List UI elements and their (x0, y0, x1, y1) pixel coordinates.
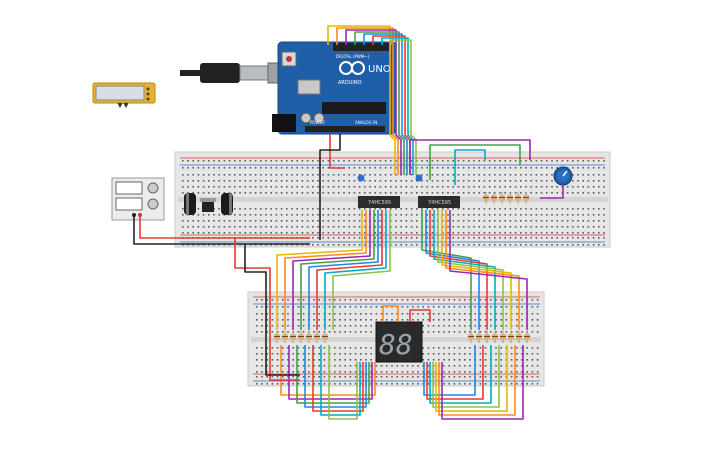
wire[interactable] (320, 345, 361, 416)
resistor[interactable] (468, 331, 474, 343)
wire[interactable] (234, 238, 300, 381)
wire[interactable] (288, 345, 373, 400)
wire[interactable] (409, 139, 531, 175)
chip-right-label: 74HC595 (428, 200, 451, 206)
capacitor-left[interactable] (184, 193, 196, 215)
resistor[interactable] (274, 331, 280, 343)
resistor[interactable] (322, 331, 328, 343)
wire[interactable] (319, 134, 341, 240)
resistor-group (274, 192, 530, 343)
resistor[interactable] (483, 192, 489, 204)
resistor[interactable] (516, 331, 522, 343)
wire[interactable] (426, 345, 484, 400)
switch[interactable] (415, 174, 423, 182)
wire[interactable] (441, 345, 524, 420)
wire[interactable] (432, 345, 500, 408)
wire[interactable] (409, 309, 431, 322)
wire[interactable] (329, 134, 345, 169)
resistor[interactable] (508, 331, 514, 343)
resistor[interactable] (500, 331, 506, 343)
resistor[interactable] (282, 331, 288, 343)
wire[interactable] (139, 215, 310, 239)
wire[interactable] (324, 210, 387, 330)
wire[interactable] (304, 345, 367, 408)
resistor[interactable] (298, 331, 304, 343)
wire[interactable] (445, 210, 520, 330)
wire[interactable] (327, 25, 396, 175)
wire[interactable] (437, 210, 504, 330)
wire[interactable] (292, 210, 371, 330)
wire[interactable] (429, 144, 521, 180)
main-breadboard[interactable] (174, 151, 611, 248)
capacitor-right[interactable] (221, 193, 233, 215)
analog-label: ANALOG IN (355, 120, 377, 125)
wire[interactable] (308, 210, 379, 330)
resistor[interactable] (507, 192, 513, 204)
wire[interactable] (336, 27, 399, 175)
wire[interactable] (425, 210, 480, 330)
wire[interactable] (449, 210, 528, 330)
wire[interactable] (429, 210, 488, 330)
wire[interactable] (296, 345, 370, 404)
resistor[interactable] (290, 331, 296, 343)
wire[interactable] (328, 345, 358, 420)
lcd-module[interactable] (92, 82, 156, 109)
digital-header-label: DIGITAL (PWM~) (336, 54, 370, 59)
usb-cable (180, 62, 285, 84)
wire[interactable] (312, 345, 364, 412)
resistor[interactable] (484, 331, 490, 343)
resistor[interactable] (491, 192, 497, 204)
wire[interactable] (438, 345, 516, 416)
breadboard-holes (182, 160, 605, 246)
power-supply[interactable] (111, 177, 165, 221)
resistor[interactable] (524, 331, 530, 343)
wire[interactable] (284, 210, 367, 330)
potentiometer[interactable] (553, 166, 573, 186)
voltage-regulator[interactable] (200, 198, 216, 212)
shift-register-right[interactable]: 74HC595 (418, 196, 460, 208)
wire[interactable] (382, 305, 399, 322)
wire[interactable] (276, 210, 363, 330)
wire[interactable] (454, 149, 486, 185)
wire-group (133, 25, 564, 420)
resistor[interactable] (314, 331, 320, 343)
wire[interactable] (435, 345, 508, 412)
wire[interactable] (441, 210, 512, 330)
resistor[interactable] (306, 331, 312, 343)
wire[interactable] (433, 210, 496, 330)
wire[interactable] (345, 29, 402, 175)
shift-register-left[interactable]: 74HC595 (358, 196, 400, 208)
wire[interactable] (280, 345, 376, 396)
arduino-brand-text: ARDUINO (338, 80, 362, 86)
resistor[interactable] (515, 192, 521, 204)
wire[interactable] (244, 244, 300, 376)
resistor[interactable] (492, 331, 498, 343)
wire[interactable] (429, 345, 492, 404)
display-digits: 88 (379, 328, 413, 361)
wire[interactable] (390, 39, 417, 175)
resistor[interactable] (523, 192, 529, 204)
wire[interactable] (316, 210, 383, 330)
wire[interactable] (381, 37, 414, 175)
wire[interactable] (300, 210, 375, 330)
wire[interactable] (540, 185, 564, 199)
arduino-uno-board[interactable]: UNO ARDUINO DIGITAL (PWM~) POWER ANALOG … (272, 41, 397, 135)
resistor[interactable] (476, 331, 482, 343)
switch[interactable] (357, 174, 365, 182)
resistor[interactable] (499, 192, 505, 204)
wire[interactable] (354, 31, 405, 175)
power-label: POWER (310, 120, 325, 125)
wire[interactable] (332, 210, 391, 330)
wire[interactable] (363, 33, 408, 175)
arduino-logo-text: UNO (368, 64, 391, 75)
seven-segment-display[interactable]: 88 (375, 321, 423, 363)
wire[interactable] (133, 215, 310, 245)
chip-left-label: 74HC595 (368, 200, 391, 206)
wire[interactable] (423, 345, 476, 396)
